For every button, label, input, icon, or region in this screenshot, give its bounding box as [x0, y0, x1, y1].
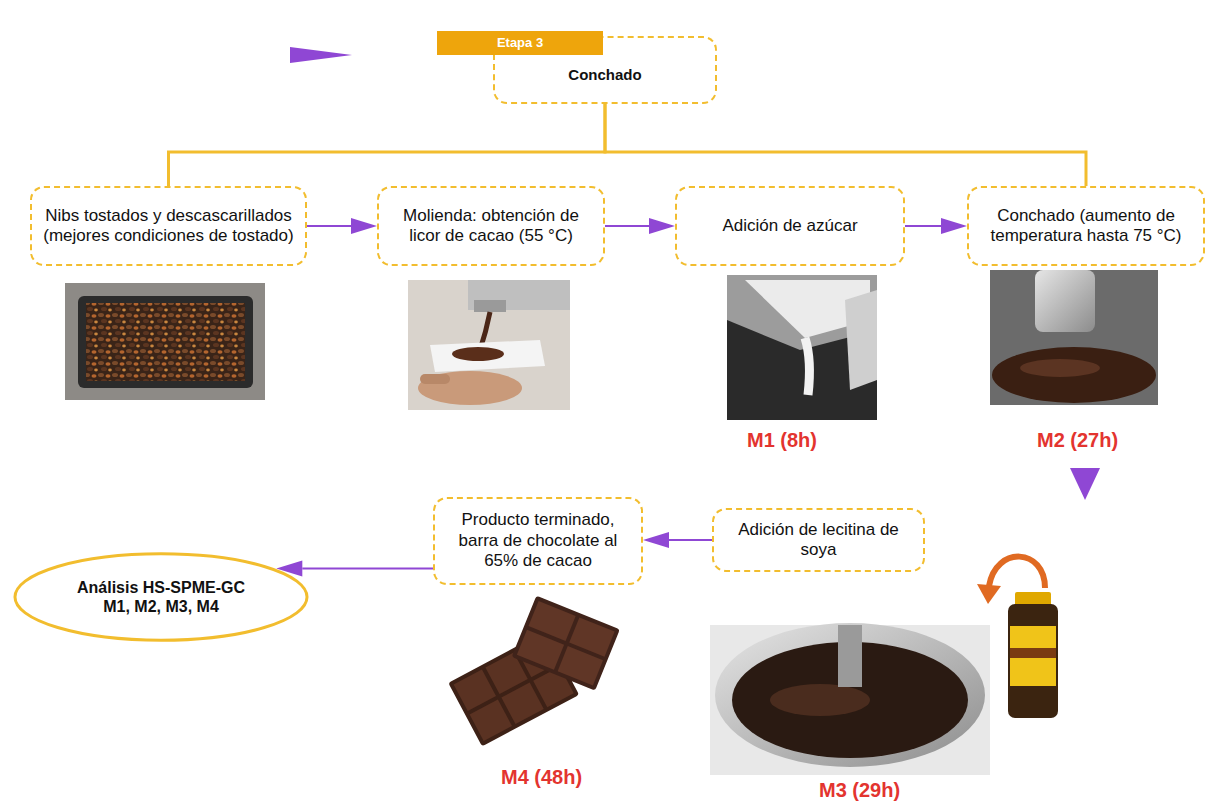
node-text: Adición de azúcar	[722, 216, 857, 236]
process-box: Adición de azúcar	[675, 186, 905, 266]
arrow-head	[351, 218, 377, 234]
sample-label: M1 (8h)	[747, 429, 817, 452]
conching-photo	[1035, 270, 1095, 332]
process-box: Molienda: obtención de licor de cacao (5…	[377, 186, 605, 266]
node-text: Análisis HS-SPME-GC	[77, 578, 245, 597]
chocolate-bar-photo	[501, 683, 543, 725]
branch-line	[605, 104, 1086, 186]
branch-line	[605, 104, 1086, 186]
sugar-photo	[805, 338, 809, 395]
down-arrow	[1070, 468, 1100, 500]
conching-photo	[990, 270, 1158, 405]
flow-arrow	[307, 218, 377, 234]
ellipse-outline	[15, 554, 307, 640]
process-box: Conchado (aumento de temperatura hasta 7…	[967, 186, 1205, 266]
node-text: Producto terminado, barra de chocolate a…	[443, 510, 633, 571]
add-arrow	[989, 557, 1045, 588]
conching-photo	[992, 347, 1156, 403]
branch-line	[169, 104, 606, 186]
lecithin-bottle	[1010, 648, 1056, 658]
ellipse-outline	[12, 552, 310, 642]
node-text: Etapa 3	[497, 35, 543, 51]
chocolate-bar-photo	[558, 646, 603, 685]
flow-arrow	[643, 532, 712, 548]
grinding-photo	[408, 280, 570, 410]
analysis-ellipse: Análisis HS-SPME-GCM1, M2, M3, M4	[12, 552, 310, 642]
nibs-photo	[65, 283, 265, 400]
conching-photo	[1020, 359, 1100, 377]
sample-label: M2 (27h)	[1037, 429, 1118, 452]
intro-arrow	[290, 47, 352, 63]
node-text: Conchado (aumento de temperatura hasta 7…	[977, 206, 1195, 247]
flow-arrow	[905, 225, 941, 227]
nibs-photo	[65, 283, 265, 400]
flow-arrow	[302, 568, 433, 570]
add-arrow	[977, 584, 1001, 604]
grinding-photo	[474, 300, 506, 312]
sugar-photo	[845, 290, 877, 390]
flow-arrow	[307, 225, 351, 227]
process-box: Producto terminado, barra de chocolate a…	[433, 497, 643, 585]
grinding-photo	[430, 340, 545, 372]
node-text: Nibs tostados y descascarillados (mejore…	[40, 206, 297, 247]
flow-arrow	[276, 561, 433, 577]
add-arrow	[977, 557, 1045, 604]
flow-arrow	[905, 218, 967, 234]
lecithin-bottle	[1010, 626, 1056, 686]
arrow-head	[649, 218, 675, 234]
branch-line	[169, 104, 606, 186]
mixer-photo	[838, 625, 862, 687]
lecithin-bottle	[1008, 592, 1058, 718]
lecithin-bottle	[1015, 592, 1051, 606]
grinding-photo	[418, 371, 522, 405]
grinding-photo	[408, 280, 570, 410]
chocolate-bar-photo	[470, 700, 512, 742]
grinding-photo	[420, 374, 450, 384]
node-text: M1, M2, M3, M4	[103, 597, 219, 616]
nibs-photo	[86, 303, 245, 381]
sample-label: M4 (48h)	[501, 766, 582, 789]
process-box: Adición de lecitina de soya	[712, 508, 925, 572]
mixer-photo	[710, 623, 990, 775]
arrow-head	[941, 218, 967, 234]
process-box: Nibs tostados y descascarillados (mejore…	[30, 186, 307, 266]
conching-photo	[990, 270, 1158, 405]
flow-arrow	[605, 225, 649, 227]
mixer-photo	[715, 623, 985, 767]
flow-arrow	[669, 539, 712, 541]
chocolate-bar-photo	[448, 596, 620, 747]
chocolate-bar-photo	[517, 630, 564, 670]
arrow-head	[643, 532, 669, 548]
node-text: Conchado	[568, 66, 641, 84]
chocolate-bar-photo	[512, 596, 620, 691]
mixer-photo	[770, 684, 870, 716]
node-text: Molienda: obtención de licor de cacao (5…	[387, 206, 595, 247]
stage-tab: Etapa 3	[437, 31, 603, 55]
flow-arrow	[605, 218, 675, 234]
grinding-photo	[452, 347, 504, 361]
nibs-photo	[78, 296, 253, 388]
node-text: Adición de lecitina de soya	[722, 520, 915, 561]
chocolate-bar-photo	[512, 596, 620, 691]
lecithin-bottle	[1008, 604, 1058, 718]
sample-label: M3 (29h)	[819, 779, 900, 802]
sugar-photo	[727, 275, 877, 420]
sugar-photo	[727, 275, 877, 420]
